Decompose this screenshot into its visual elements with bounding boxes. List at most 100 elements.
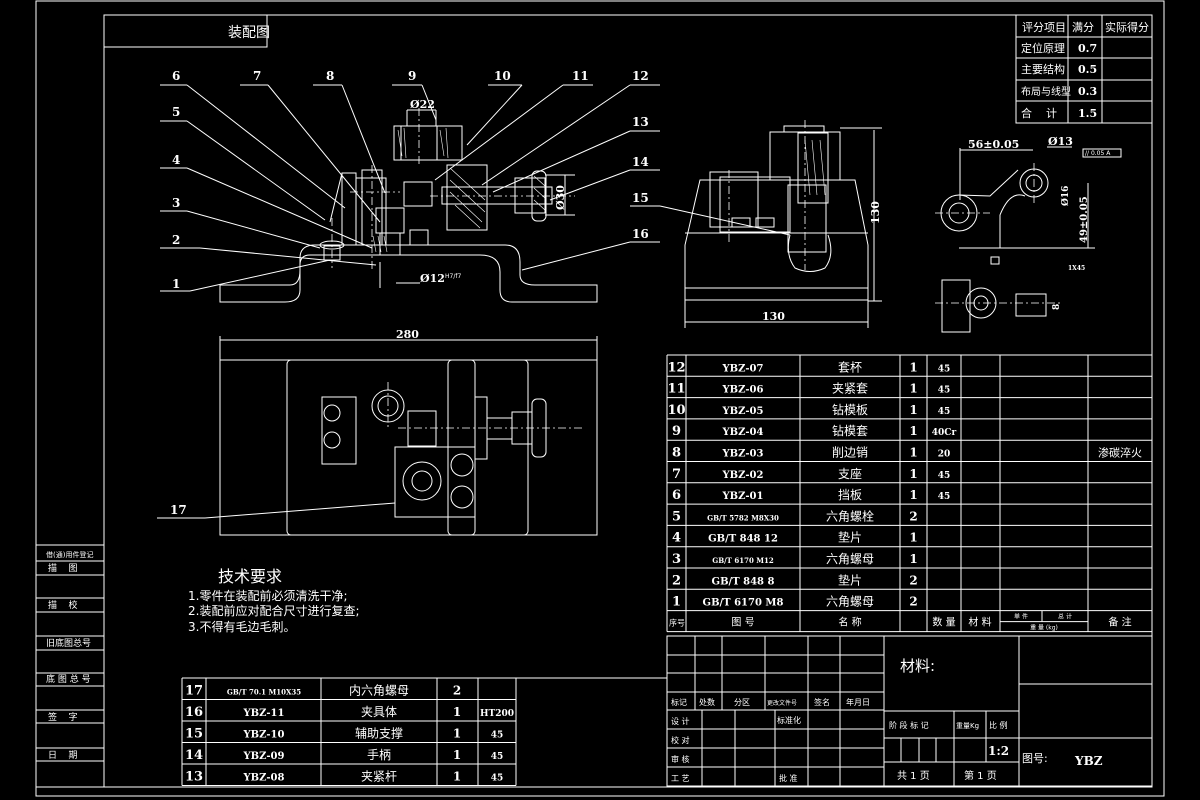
balloon-16: 16 (632, 227, 649, 241)
bom-cell-code: YBZ-06 (722, 385, 764, 396)
bom-lower-cell-no: 16 (185, 705, 203, 720)
score-full: 0.3 (1078, 85, 1097, 98)
bom-lower-cell-code: GB/T 70.1 M10X35 (227, 688, 301, 697)
score-header-full: 满分 (1072, 21, 1094, 34)
bom-cell-code: YBZ-02 (722, 470, 764, 481)
role-label: 校 对 (671, 735, 690, 745)
balloon-15: 15 (632, 191, 649, 205)
bom-cell-no: 3 (672, 552, 681, 567)
bom-lower-cell-no: 14 (185, 748, 203, 763)
bom-cell-name: 夹紧套 (832, 382, 868, 396)
balloon-8: 8 (326, 69, 334, 83)
balloon-9: 9 (408, 69, 416, 83)
bom-cell-name: 钻模套 (832, 423, 868, 438)
bom-header-total: 总 计 (1058, 613, 1072, 621)
tech-item-3: 3.不得有毛边毛刺。 (188, 619, 295, 634)
bom-lower-cell-code: YBZ-08 (243, 773, 285, 784)
dim-detail-chamfer: 1X45 (1068, 265, 1085, 272)
bom-cell-no: 7 (672, 467, 681, 482)
bom-cell-code: GB/T 848 8 (712, 576, 775, 587)
bom-lower-cell-code: YBZ-09 (243, 751, 285, 762)
material-label: 材料: (900, 657, 935, 675)
role-label: 工 艺 (671, 774, 690, 783)
bom-lower-cell-material: 45 (491, 752, 504, 762)
strip-label: 底 图 总 号 (46, 673, 91, 685)
balloon-2: 2 (172, 233, 180, 247)
dim-top-width: 280 (396, 328, 419, 341)
standardize-label: 标准化 (777, 715, 801, 725)
strip-label: 旧底图总号 (46, 637, 91, 649)
dim-detail-height: 49±0.05 (1079, 196, 1090, 243)
bom-lower-cell-no: 15 (185, 727, 203, 742)
bom-cell-code: GB/T 6170 M8 (703, 598, 784, 609)
bom-cell-no: 11 (667, 382, 685, 397)
bom-cell-code: YBZ-01 (722, 491, 764, 502)
score-item: 定位原理 (1021, 41, 1065, 55)
tech-title: 技术要求 (218, 567, 282, 586)
bom-cell-name: 垫片 (838, 530, 862, 545)
bom-cell-no: 1 (672, 595, 681, 610)
bom-cell-no: 2 (672, 573, 681, 588)
drawing-title-box: 装配图 (103, 14, 270, 48)
strip-label: 日 期 (48, 750, 77, 761)
bom-cell-code: GB/T 6170 M12 (712, 556, 774, 565)
dim-front-pin-fit: H7/f7 (445, 273, 461, 280)
bom-cell-no: 6 (672, 488, 681, 503)
bom-lower-cell-code: YBZ-11 (243, 708, 285, 719)
approve-label: 批 准 (779, 773, 798, 783)
bom-lower-cell-qty: 1 (453, 748, 461, 762)
bom-cell-material: 45 (938, 386, 951, 396)
dim-detail-hole: Ø13 (1048, 135, 1073, 148)
bom-lower-cell-qty: 1 (453, 705, 461, 719)
tech-item-1: 1.零件在装配前必须清洗干净; (188, 588, 348, 603)
strip-label: 描 校 (48, 599, 77, 611)
bom-cell-no: 9 (672, 424, 681, 439)
outer-frame (35, 0, 1165, 797)
bom-lower-cell-material: 45 (491, 731, 504, 741)
bom-cell-qty: 2 (909, 573, 917, 587)
balloon-7: 7 (253, 69, 261, 83)
rev-header: 处数 (699, 697, 715, 707)
bom-lower-cell-name: 辅助支撑 (355, 726, 403, 741)
bom-cell-code: YBZ-07 (722, 363, 764, 374)
scale-label: 比 例 (989, 720, 1008, 730)
bom-cell-no: 4 (672, 531, 681, 546)
bom-cell-name: 支座 (838, 466, 862, 481)
bom-cell-qty: 1 (909, 446, 917, 460)
balloon-5: 5 (172, 105, 180, 119)
tech-requirements: 技术要求 1.零件在装配前必须清洗干净; 2.装配前应对配合尺寸进行复查; 3.… (188, 567, 360, 634)
bom-cell-code: YBZ-03 (722, 449, 764, 460)
bom-cell-name: 削边销 (832, 446, 868, 460)
bom-cell-qty: 1 (909, 531, 917, 545)
total-pages: 共 1 页 (897, 770, 930, 782)
bom-cell-no: 8 (672, 446, 681, 461)
title-block: 标记 处数 分区 更改文件号 签名 年月日 设 计 校 对 审 核 工 艺 标准… (666, 635, 1153, 787)
bom-lower-cell-qty: 1 (453, 727, 461, 741)
score-full: 0.7 (1078, 42, 1097, 55)
bom-cell-material: 45 (938, 364, 951, 374)
balloon-1: 1 (172, 277, 180, 291)
bom-cell-remark: 渗碳淬火 (1098, 446, 1142, 460)
bom-lower-cell-material: HT200 (480, 709, 514, 719)
bom-cell-code: YBZ-05 (722, 406, 764, 417)
bom-cell-name: 挡板 (838, 488, 862, 502)
bom-header-qty: 数 量 (932, 616, 955, 629)
balloon-leaders: 6 7 8 5 4 3 2 1 9 10 11 12 13 14 15 16 1… (157, 69, 791, 519)
balloon-10: 10 (494, 69, 511, 83)
rev-header: 标记 (671, 697, 687, 707)
balloon-17: 17 (170, 503, 187, 517)
top-view: 280 (219, 328, 598, 536)
